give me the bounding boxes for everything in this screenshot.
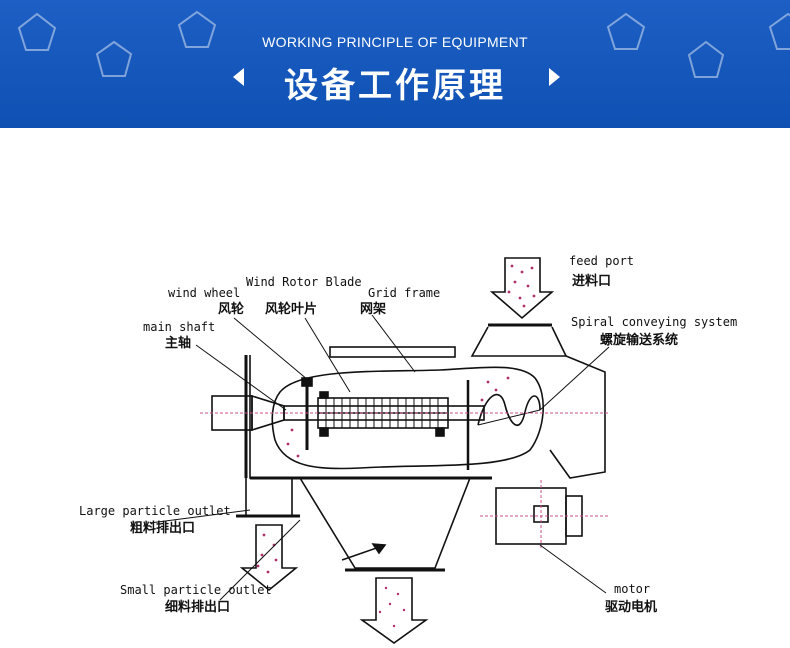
pentagon-icon [606, 12, 646, 50]
label-large-outlet-en: Large particle outlet [79, 504, 231, 518]
flow-pointer-arrowhead-icon [371, 543, 387, 555]
pentagon-icon [177, 10, 217, 48]
conveyor-housing [549, 355, 606, 479]
label-main-shaft-en: main shaft [143, 320, 215, 334]
guide-lines [200, 412, 610, 550]
label-main-shaft-zh: 主轴 [165, 335, 191, 351]
blade-clamp [319, 427, 329, 437]
label-wind-rotor-blade-zh: 风轮叶片 [265, 301, 317, 317]
label-feed-port-en: feed port [569, 254, 634, 268]
pentagon-icon [17, 12, 57, 51]
label-motor-zh: 驱动电机 [605, 599, 657, 615]
small-outlet-arrow-icon [359, 577, 429, 644]
label-wind-rotor-blade-en: Wind Rotor Blade [246, 275, 362, 289]
label-wind-wheel-zh: 风轮 [218, 301, 244, 317]
wind-wheel-hub-top [301, 377, 313, 387]
equipment-diagram: wind wheel 风轮 Wind Rotor Blade 风轮叶片 Grid… [79, 254, 737, 644]
label-wind-wheel-en: wind wheel [168, 286, 240, 300]
blade-clamp [435, 427, 445, 437]
header-title: 设备工作原理 [284, 66, 506, 106]
label-motor-en: motor [614, 582, 650, 596]
large-outlet-arrow-icon [239, 524, 299, 592]
label-grid-frame-en: Grid frame [368, 286, 440, 300]
arrow-right-icon [549, 68, 560, 86]
screw-axis [477, 409, 541, 426]
label-grid-frame-zh: 网架 [360, 301, 386, 317]
fine-hopper [299, 477, 471, 569]
motor-end-cap [565, 495, 583, 537]
label-spiral-conveying-en: Spiral conveying system [571, 315, 737, 329]
label-feed-port-zh: 进料口 [572, 273, 611, 289]
shaft-coupling [251, 394, 285, 432]
feed-hopper [470, 326, 568, 357]
feed-arrow-icon [489, 257, 555, 320]
header-banner: WORKING PRINCIPLE OF EQUIPMENT 设备工作原理 [0, 0, 790, 128]
pentagon-icon [95, 40, 133, 77]
grid-frame-bracket [329, 346, 456, 358]
header-subtitle: WORKING PRINCIPLE OF EQUIPMENT [262, 34, 528, 50]
particles [256, 264, 536, 628]
motor-terminal-box [533, 505, 549, 523]
label-large-outlet-zh: 粗料排出口 [130, 520, 195, 536]
pentagon-icon [768, 12, 790, 50]
label-small-outlet-zh: 细料排出口 [165, 599, 230, 615]
label-small-outlet-en: Small particle outlet [120, 583, 272, 597]
spiral-screw [477, 393, 541, 426]
blade-clamp [319, 391, 329, 399]
pentagon-icon [687, 40, 725, 78]
housing-frame [249, 355, 490, 479]
leader-lines [149, 314, 610, 601]
pentagon-decoration [17, 10, 790, 78]
arrow-left-icon [233, 68, 244, 86]
label-spiral-conveying-zh: 螺旋输送系统 [600, 332, 678, 348]
cylinder-housing [271, 366, 544, 470]
